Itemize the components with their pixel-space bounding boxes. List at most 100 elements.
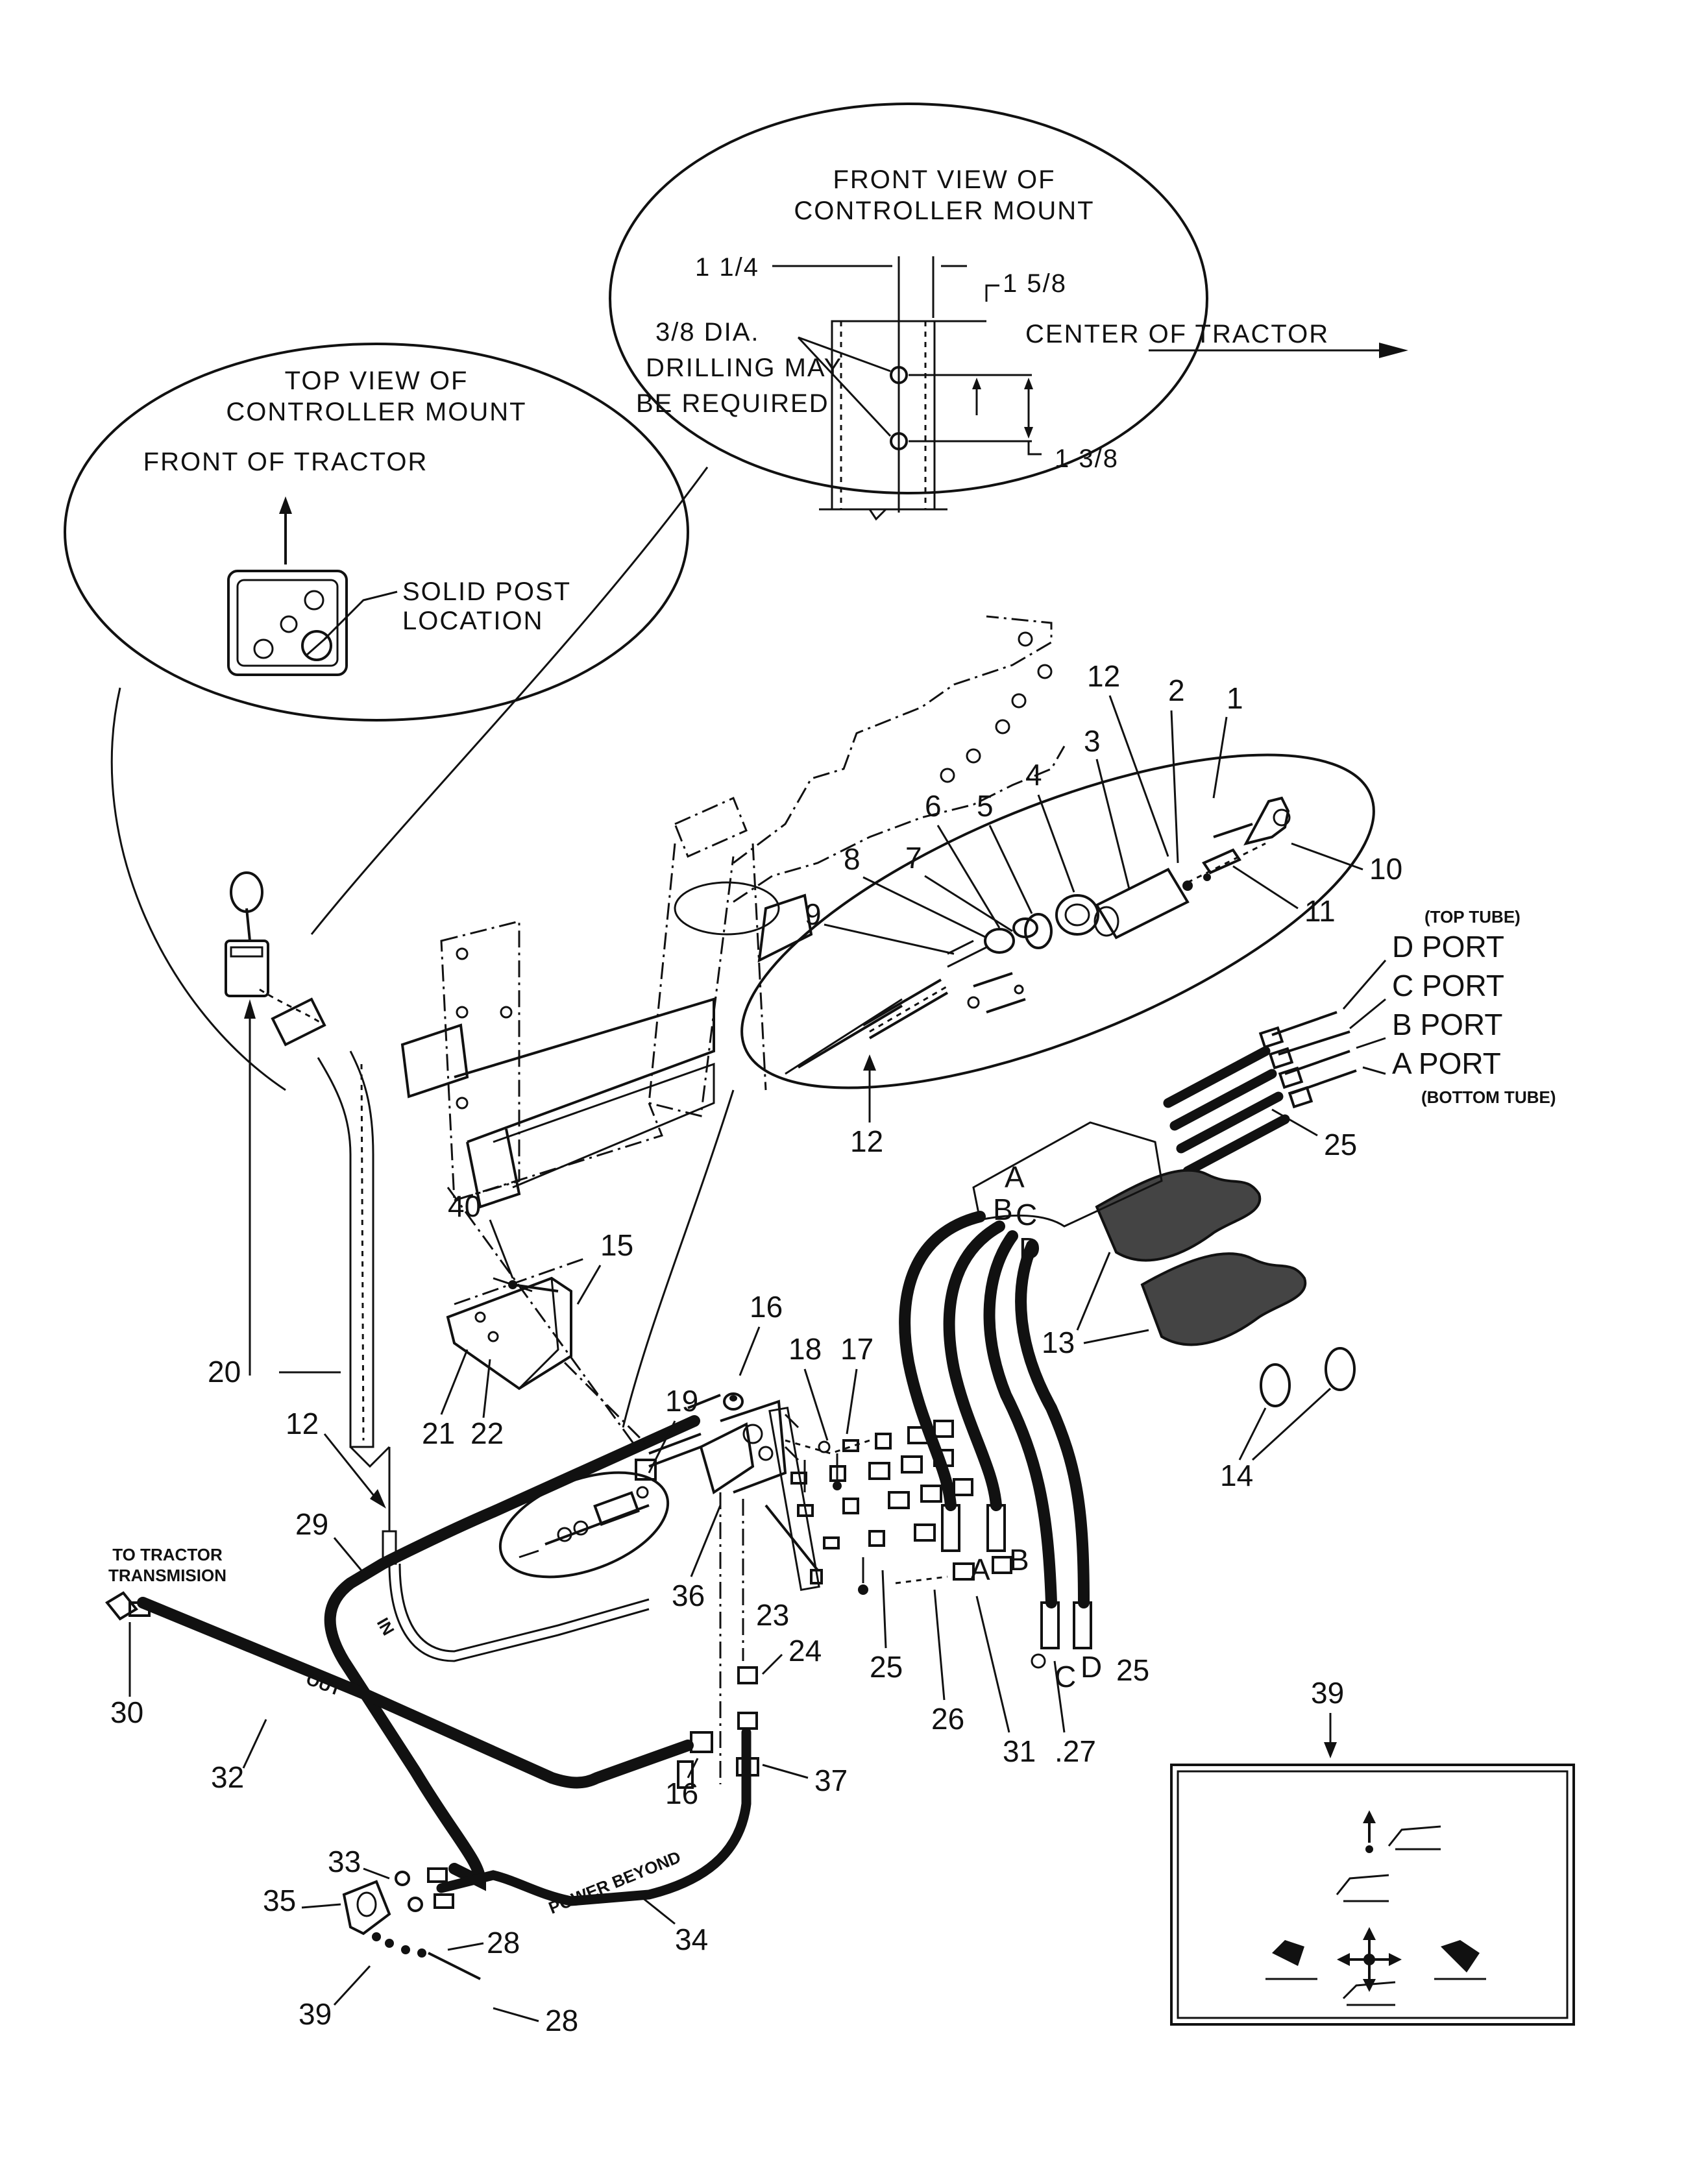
callout-3: 3: [1084, 724, 1101, 758]
dia-label-1: 3/8 DIA.: [655, 318, 760, 346]
dia-label-3: BE REQUIRED: [636, 389, 829, 418]
callout-18: 18: [788, 1332, 822, 1366]
callout-31: 31: [1003, 1734, 1036, 1768]
power-beyond-label: POWER BEYOND: [546, 1847, 683, 1918]
callout-16-bottom: 16: [665, 1777, 698, 1810]
cable-20: [317, 1050, 650, 1662]
callout-36: 36: [672, 1579, 705, 1612]
callout-25-right: 25: [1116, 1653, 1149, 1687]
callout-22: 22: [470, 1416, 504, 1450]
callout-7: 7: [905, 841, 922, 875]
callout-37: 37: [814, 1764, 848, 1797]
hose-letter-a-bottom: A: [970, 1553, 990, 1586]
callout-35: 35: [263, 1884, 296, 1917]
in-hose: [324, 1415, 700, 1891]
a-port-label: A PORT: [1392, 1047, 1501, 1080]
port-fittings: [1163, 1011, 1357, 1176]
hose-letter-labels: A B C D A B C D: [970, 1160, 1102, 1693]
callout-19: 19: [665, 1384, 698, 1418]
control-pattern-decal: [1170, 1764, 1575, 2026]
solid-post-label-2: LOCATION: [402, 607, 544, 635]
main-hoses: [137, 1415, 759, 1906]
top-tube-note: (TOP TUBE): [1424, 907, 1521, 927]
tractor-transmission-fitting: [105, 1591, 151, 1621]
callout-12-mid: 12: [850, 1124, 883, 1158]
top-view-title-1: TOP VIEW OF: [285, 367, 469, 395]
shaft-assembly: [740, 753, 1375, 1089]
callout-32: 32: [211, 1760, 244, 1794]
callout-28-top: 28: [487, 1926, 520, 1960]
solid-post-label-1: SOLID POST: [402, 577, 571, 606]
callout-5: 5: [977, 789, 994, 823]
callout-9: 9: [805, 897, 822, 931]
hose-letter-c-top: C: [1016, 1198, 1037, 1232]
bracket-15: [446, 1257, 650, 1448]
hose-letter-d-bottom: D: [1081, 1650, 1102, 1684]
mount-bracket-outline: [819, 320, 947, 521]
to-tractor-label-2: TRANSMISION: [108, 1566, 226, 1585]
callout-14: 14: [1220, 1459, 1253, 1492]
front-view-title-1: FRONT VIEW OF: [833, 165, 1055, 194]
hose-clamps: [1260, 1347, 1356, 1407]
solid-post-leader: [323, 590, 398, 640]
to-tractor-label-1: TO TRACTOR: [112, 1545, 223, 1564]
controller-joystick: [225, 871, 326, 1047]
hose-letter-b-top: B: [993, 1193, 1013, 1226]
callout-8: 8: [844, 842, 861, 876]
in-label: IN: [373, 1614, 398, 1639]
top-view-title-2: CONTROLLER MOUNT: [226, 398, 526, 426]
dim-1-3-8: 1 3/8: [1055, 444, 1119, 473]
callout-4: 4: [1025, 758, 1042, 792]
front-arrow-head: [279, 496, 292, 514]
callout-20: 20: [208, 1355, 241, 1389]
callout-2: 2: [1168, 673, 1185, 707]
hose-letter-b-bottom: B: [1009, 1543, 1029, 1577]
callout-10: 10: [1369, 852, 1402, 886]
callout-26: 26: [931, 1702, 964, 1736]
front-view-inset: FRONT VIEW OF CONTROLLER MOUNT 1 1/4 1 5…: [609, 103, 1408, 521]
callout-21: 21: [422, 1416, 455, 1450]
inset-connector-right: [310, 467, 709, 935]
dia-label-2: DRILLING MAY: [646, 354, 842, 382]
callout-numbers: 1 2 3 4 5 6 7 8 9 10 11 12 12 12 13 14: [110, 659, 1402, 2037]
callout-40: 40: [448, 1189, 481, 1223]
controller-mount-plate: [227, 570, 348, 676]
callout-24: 24: [788, 1634, 822, 1668]
center-of-tractor-label: CENTER OF TRACTOR: [1025, 320, 1329, 348]
valve-fittings: [764, 1406, 1046, 1669]
callout-1: 1: [1227, 681, 1243, 715]
c-port-label: C PORT: [1392, 969, 1504, 1002]
callout-12-top: 12: [1087, 659, 1120, 693]
port-labels: (TOP TUBE) D PORT C PORT B PORT A PORT (…: [1342, 907, 1556, 1107]
callout-15: 15: [600, 1228, 633, 1262]
top-view-inset: TOP VIEW OF CONTROLLER MOUNT FRONT OF TR…: [64, 343, 689, 722]
inset-connector-left: [110, 687, 286, 1091]
callout-30: 30: [110, 1695, 143, 1729]
callout-12-bottom: 12: [286, 1407, 319, 1440]
callout-6: 6: [925, 789, 942, 823]
callout-17: 17: [840, 1332, 874, 1366]
callout-25-mid: 25: [870, 1650, 903, 1684]
callout-28-bottom: 28: [545, 2004, 578, 2037]
callout-39-left: 39: [299, 1997, 332, 2031]
callout-11: 11: [1304, 894, 1336, 928]
front-view-title-2: CONTROLLER MOUNT: [794, 197, 1094, 225]
callout-23: 23: [756, 1598, 789, 1632]
callout-33: 33: [328, 1845, 361, 1878]
power-beyond-tee: [342, 1867, 481, 1980]
hose-letter-a-top: A: [1005, 1160, 1025, 1194]
b-port-label: B PORT: [1392, 1008, 1502, 1041]
callout-34: 34: [675, 1923, 708, 1956]
out-hose: [137, 1597, 694, 1789]
callout-13: 13: [1042, 1326, 1075, 1359]
dim-1-1-4: 1 1/4: [695, 253, 759, 282]
hose-letter-d-top: D: [1019, 1232, 1040, 1265]
callout-27: .27: [1055, 1734, 1096, 1768]
power-beyond-hose: [436, 1727, 751, 1906]
bottom-tube-note: (BOTTOM TUBE): [1421, 1087, 1556, 1107]
tractor-frame: [400, 615, 1066, 1428]
callout-16-top: 16: [750, 1290, 783, 1324]
callout-39-decal: 39: [1311, 1676, 1344, 1710]
out-label: OUT: [304, 1669, 344, 1699]
